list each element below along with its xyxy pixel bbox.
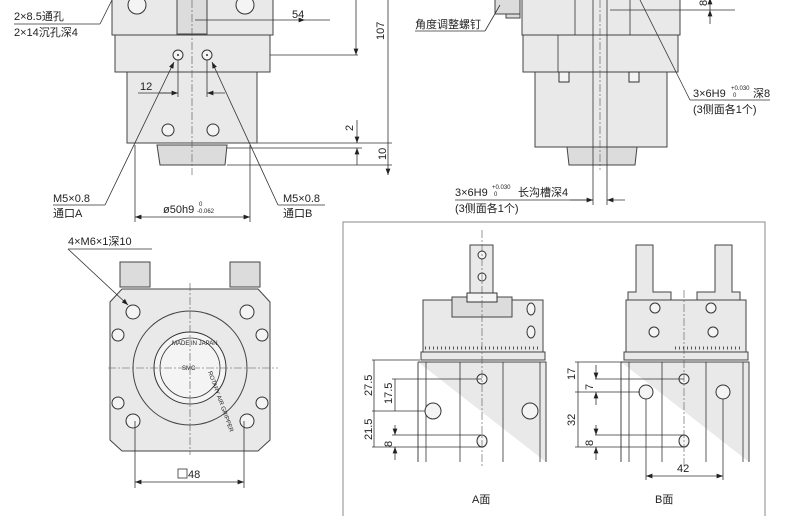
tapped-holes-label: 4×M6×1深10 (68, 235, 132, 248)
slot-tol-upper: +0.030 (492, 185, 511, 191)
face-a-dim-8: 8 (383, 441, 395, 447)
face-a-title: A面 (472, 494, 490, 506)
through-hole-label: 2×8.5通孔 (14, 10, 64, 23)
face-b-title: B面 (655, 494, 673, 506)
slot-label: 3×6H9 (455, 187, 488, 199)
pin-hole-depth: 深8 (753, 87, 770, 100)
face-b-dim-42: 42 (677, 463, 689, 475)
pin-hole-tol-upper: +0.030 (731, 86, 750, 92)
port-b-thread: M5×0.8 (283, 193, 320, 205)
dim-107: 107 (375, 22, 387, 40)
pin-hole-tol-lower: 0 (733, 93, 737, 99)
mounting-holes (111, 304, 269, 429)
port-b-label: 通口B (283, 207, 312, 220)
face-b-dim-8: 8 (584, 440, 596, 446)
face-b-dim-32: 32 (566, 414, 578, 426)
pin-hole-note: (3侧面各1个) (693, 102, 757, 116)
angle-screw-label: 角度调整螺钉 (415, 17, 481, 31)
face-b-dim-7: 7 (584, 384, 596, 390)
port-a-label: 通口A (53, 207, 83, 220)
bottom-view: ROTARY AIR GRIPPER SMC MADE IN JAPAN 4×M… (67, 235, 278, 488)
face-a-dim-27-5: 27.5 (363, 375, 375, 396)
face-b-dim-17: 17 (566, 368, 578, 380)
slot-tol-lower: 0 (494, 192, 498, 198)
dim-2: 2 (344, 125, 356, 131)
diameter-label: ø50h9 (163, 204, 194, 216)
face-a-dim-21-5: 21.5 (363, 419, 375, 440)
port-a-thread: M5×0.8 (53, 193, 90, 205)
top-right-view: 角度调整螺钉 8 3×6H9 +0.030 0 深8 (3侧面各1个) 3×6H… (415, 0, 770, 215)
slot-depth: 长沟槽深4 (518, 186, 568, 199)
dim-8: 8 (698, 0, 710, 6)
slot-note: (3侧面各1个) (455, 201, 519, 215)
counterbore-label: 2×14沉孔深4 (14, 26, 78, 39)
dim-54: 54 (292, 9, 304, 21)
square-size: 48 (188, 469, 200, 481)
nameplate-origin: MADE IN JAPAN (172, 341, 218, 347)
diameter-tol-upper: 0 (199, 202, 203, 208)
nameplate-brand: SMC (182, 366, 196, 372)
pin-hole-label: 3×6H9 (693, 88, 726, 100)
face-b-view: 17 7 32 8 42 B面 (566, 244, 750, 506)
diameter-tol-lower: -0.062 (197, 209, 215, 215)
dim-10: 10 (377, 148, 389, 160)
face-views-frame (342, 221, 766, 516)
top-left-view: 54 2×8.5通孔 2×14沉孔深4 107 12 2 10 M5×0.8 通… (14, 0, 392, 222)
square-symbol-icon (177, 468, 188, 479)
face-a-dim-17-5: 17.5 (383, 383, 395, 404)
face-a-view: 27.5 21.5 17.5 8 A面 (363, 230, 547, 506)
dim-12: 12 (140, 81, 152, 93)
